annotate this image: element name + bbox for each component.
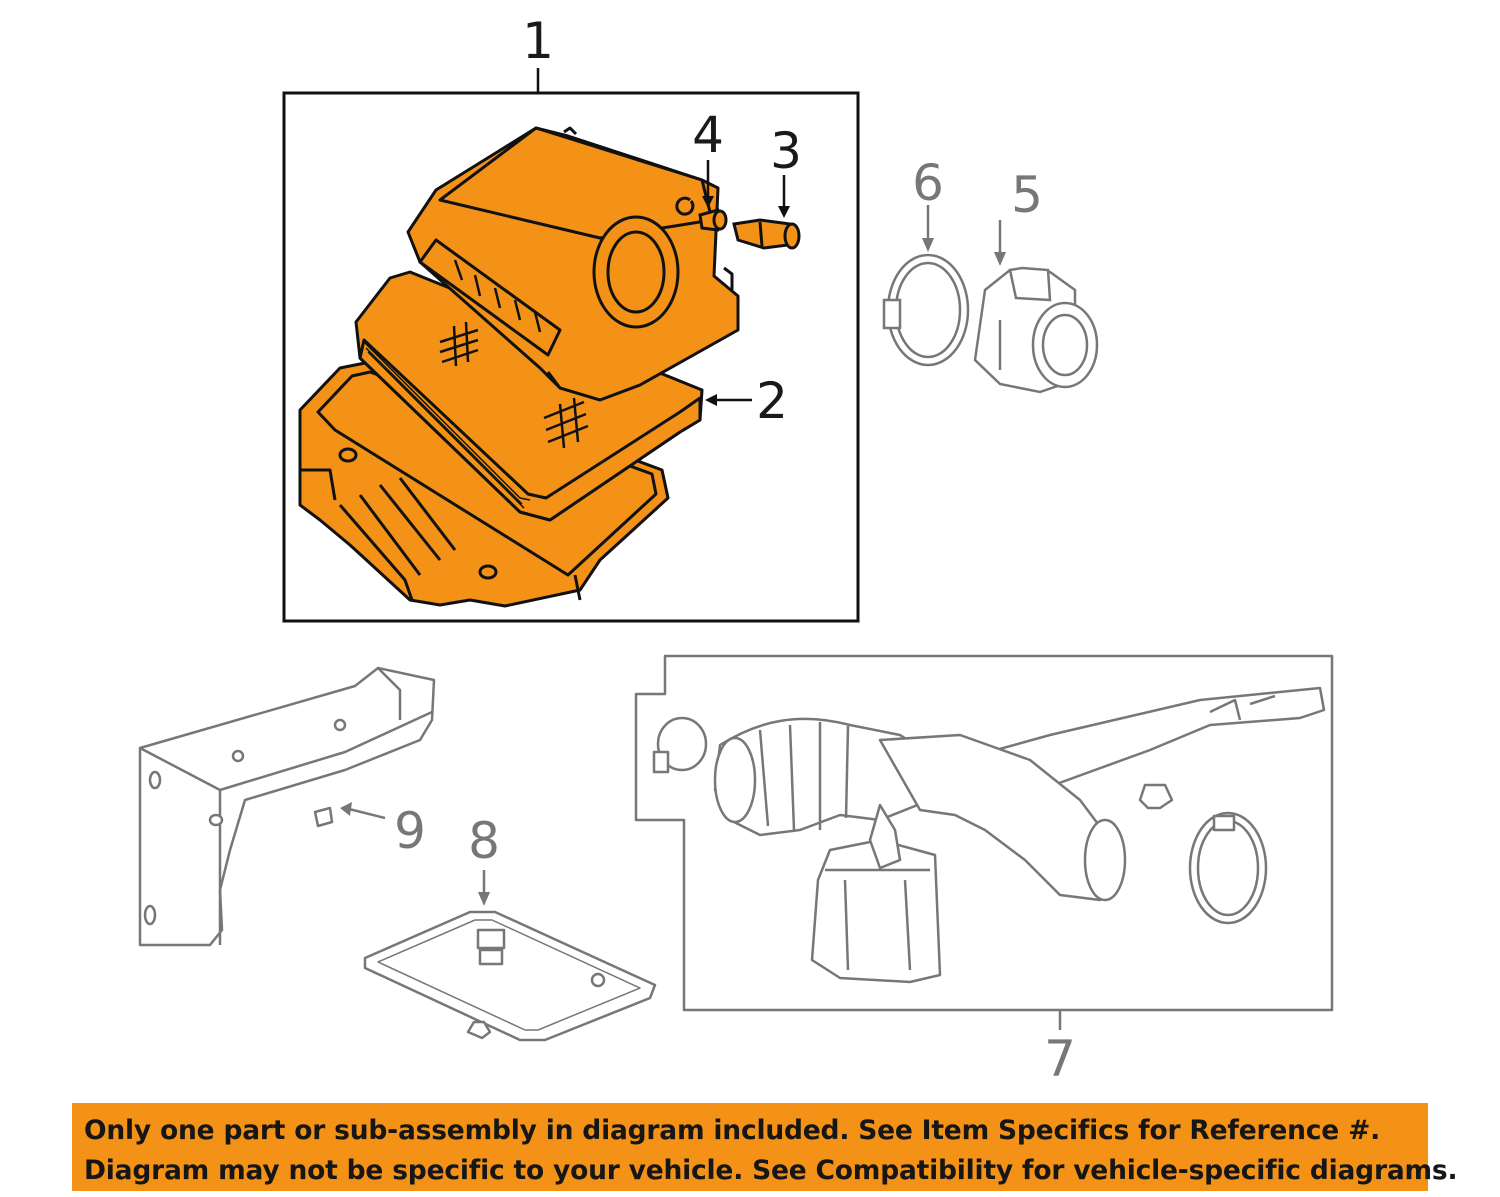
callout-1: 1 — [522, 12, 554, 70]
clamp-6-group — [882, 205, 970, 367]
callout-3: 3 — [770, 122, 802, 180]
lower-housing — [298, 360, 670, 608]
callout-4: 4 — [692, 106, 724, 164]
callout-2-arrowhead — [705, 394, 717, 406]
callout-6: 6 — [912, 154, 944, 212]
sensor-part — [732, 218, 801, 250]
assembly-frame — [282, 91, 860, 623]
duct-assembly-frame — [634, 654, 1334, 1012]
mass-airflow-sensor — [973, 220, 1099, 394]
tray-8 — [363, 870, 657, 1042]
grommet-part — [698, 208, 728, 232]
callout-7: 7 — [1044, 1030, 1076, 1088]
callout-5: 5 — [1011, 166, 1043, 224]
air-cleaner-assembly-group: 1 — [282, 12, 860, 623]
callout-8: 8 — [468, 812, 500, 870]
callout-9: 9 — [394, 802, 426, 860]
upper-cover — [406, 126, 740, 402]
air-filter-element — [354, 270, 704, 522]
disclaimer-banner: Only one part or sub-assembly in diagram… — [72, 1103, 1458, 1191]
duct-assembly-group — [634, 654, 1334, 1030]
bracket-9 — [138, 666, 436, 947]
callout-4-arrowhead — [702, 196, 714, 208]
callout-2: 2 — [756, 372, 788, 430]
disclaimer-line-1: Only one part or sub-assembly in diagram… — [84, 1115, 1380, 1146]
filter-grid-icon — [439, 321, 589, 449]
disclaimer-line-2: Diagram may not be specific to your vehi… — [84, 1155, 1458, 1186]
callout-3-arrowhead — [778, 206, 790, 218]
